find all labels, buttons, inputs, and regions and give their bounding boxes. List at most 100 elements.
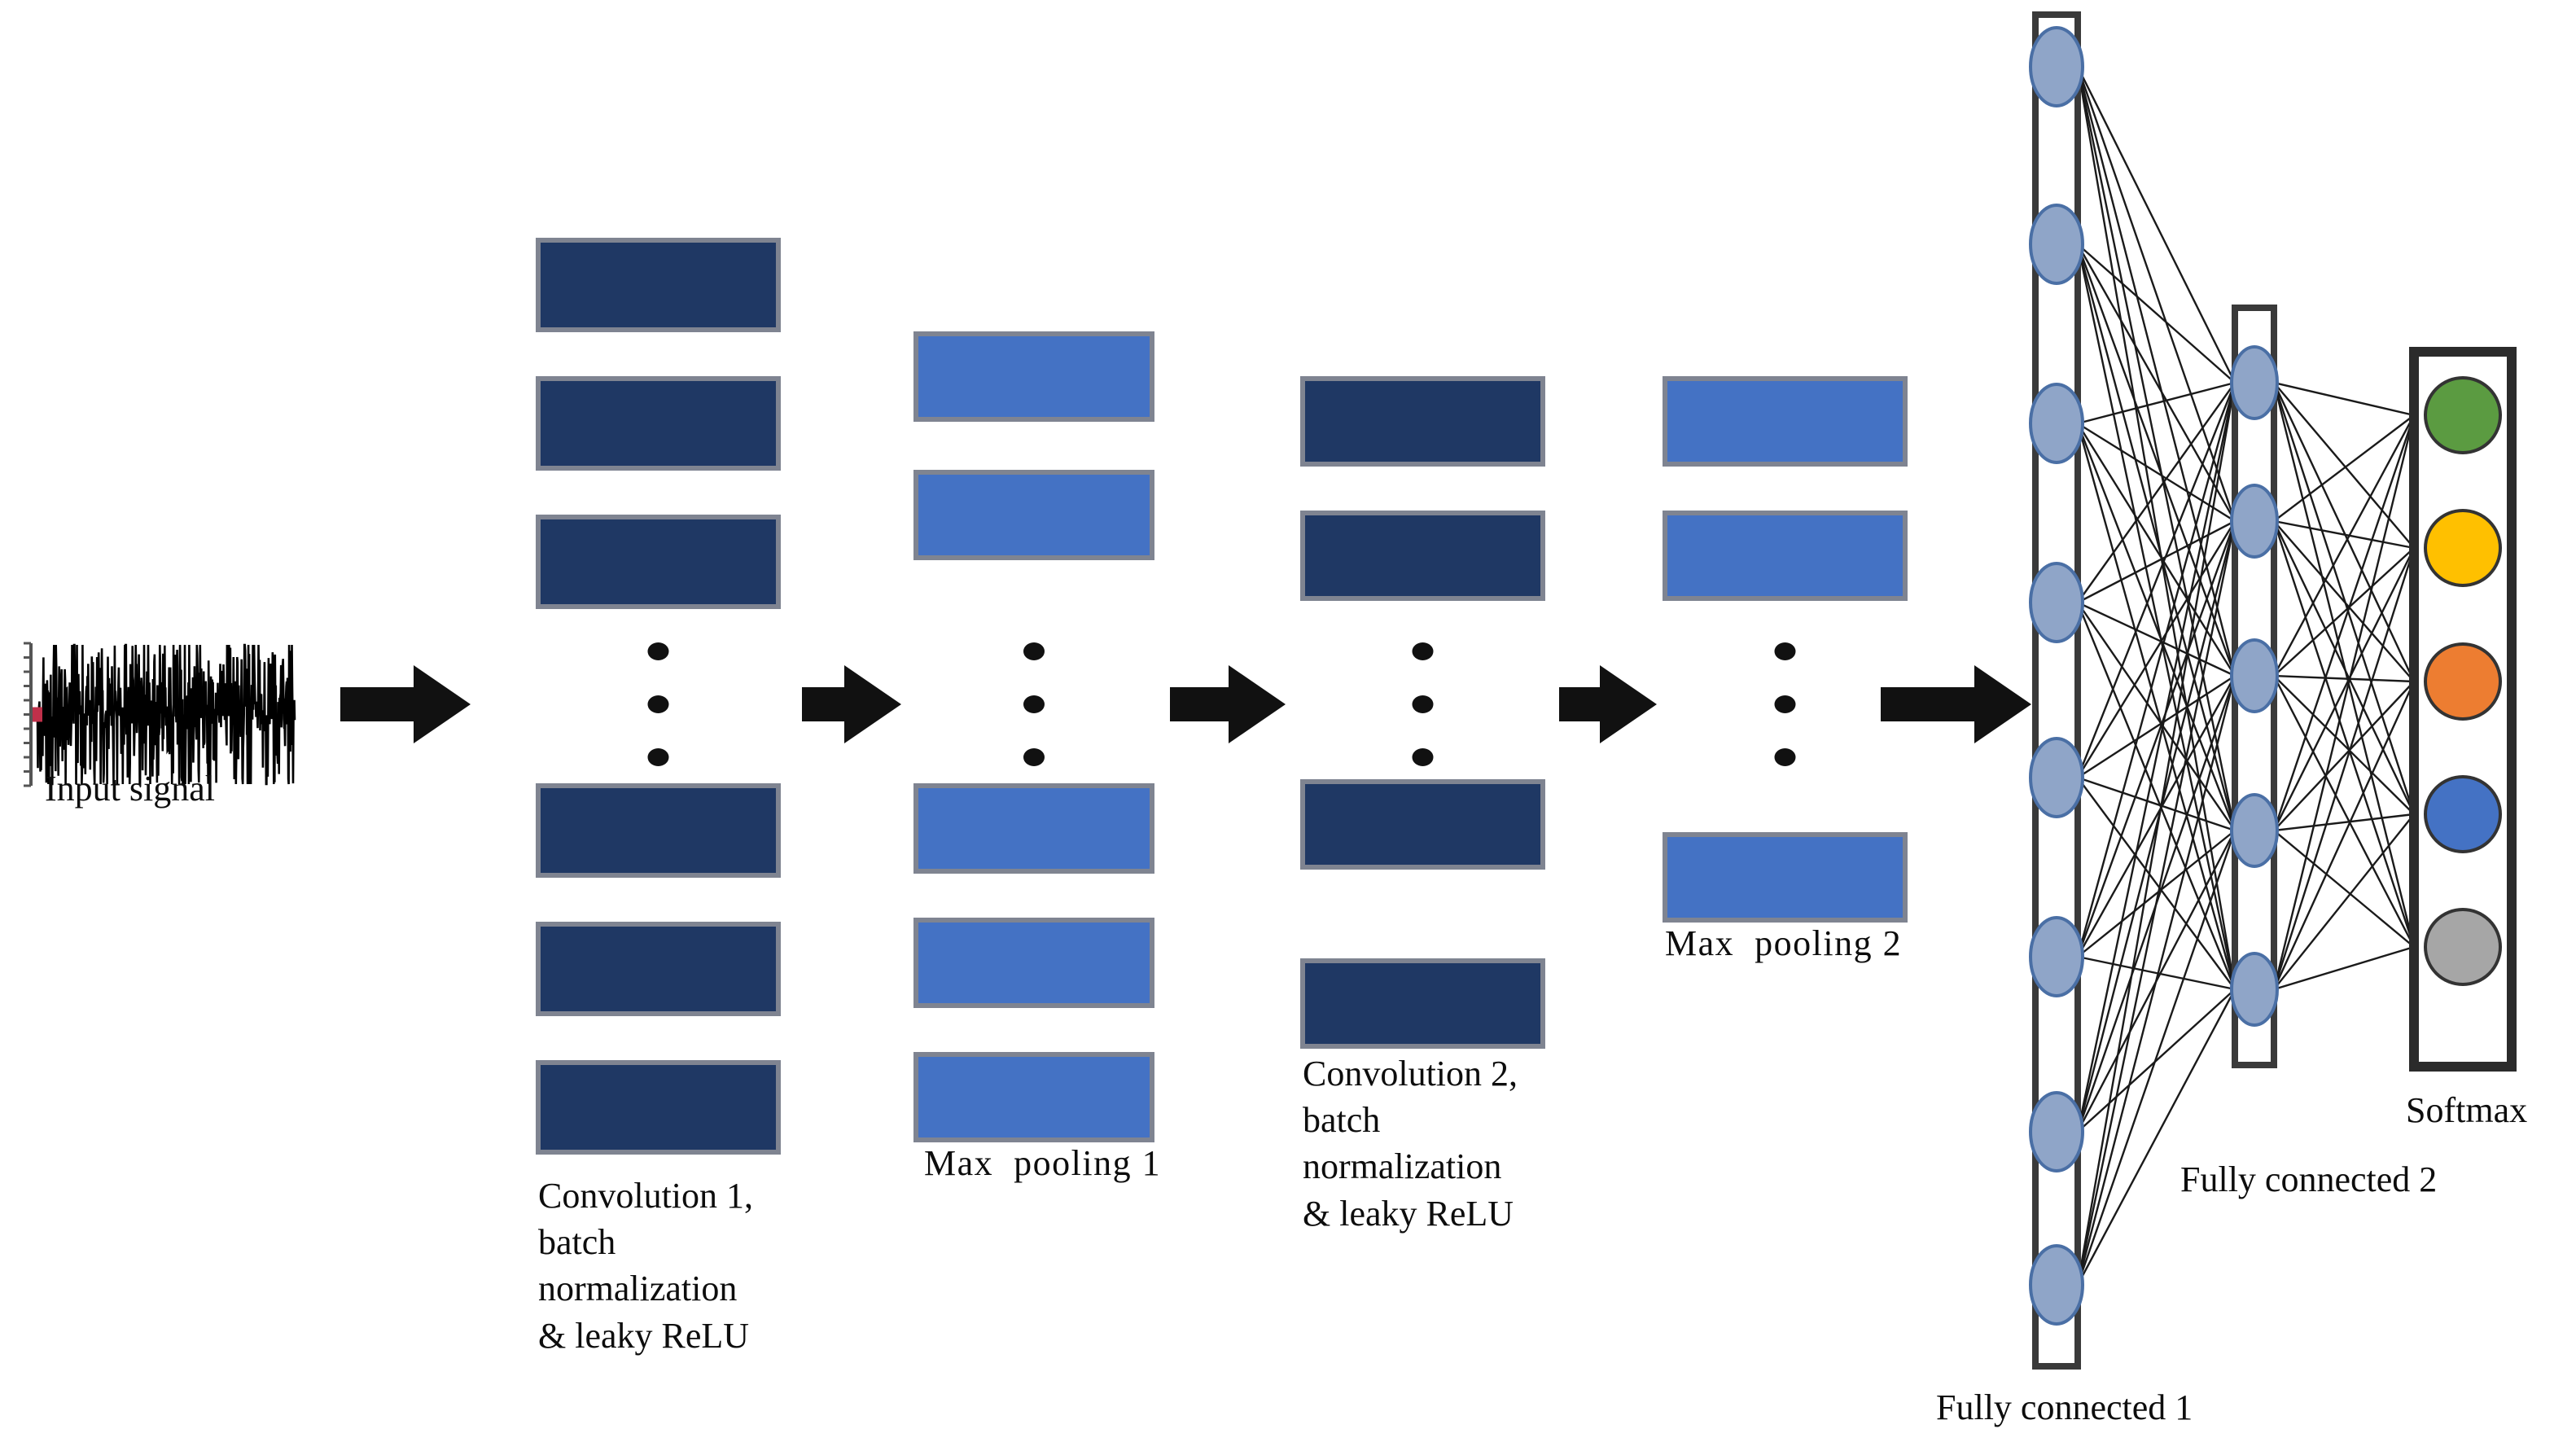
link-fc1-fc2 <box>2076 675 2236 1286</box>
fully-connected-1-node-1[interactable] <box>2029 26 2084 107</box>
link-fc1-fc2 <box>2076 66 2236 990</box>
fully-connected-2-node-1[interactable] <box>2230 345 2279 420</box>
link-fc2-softmax <box>2272 382 2416 815</box>
convolution-2-block-4 <box>1300 958 1545 1049</box>
fully-connected-1-node-5[interactable] <box>2029 737 2084 818</box>
link-fc2-softmax <box>2272 547 2416 990</box>
max-pooling-1-block-4 <box>913 918 1154 1008</box>
softmax-node-orange[interactable] <box>2424 642 2502 721</box>
convolution-1-block-6 <box>536 1060 781 1155</box>
link-fc2-softmax <box>2273 813 2415 990</box>
softmax-node-grey[interactable] <box>2424 908 2502 986</box>
link-fc1-fc2 <box>2077 955 2236 991</box>
max-pooling-1-label: Max pooling 1 <box>924 1143 1162 1183</box>
link-fc2-softmax <box>2272 382 2416 948</box>
convolution-1-blocks <box>536 238 781 1155</box>
fully-connected-1-node-4[interactable] <box>2029 562 2084 643</box>
link-fc2-softmax <box>2272 520 2416 815</box>
link-fc2-softmax <box>2273 547 2415 677</box>
softmax-column <box>2409 347 2517 1072</box>
link-fc1-fc2 <box>2076 520 2236 778</box>
link-fc2-softmax <box>2272 414 2416 990</box>
softmax-label: Softmax <box>2406 1090 2528 1130</box>
fully-connected-1-node-2[interactable] <box>2029 204 2084 285</box>
link-fc1-fc2 <box>2076 520 2236 1133</box>
link-fc2-softmax <box>2272 414 2416 831</box>
link-fc2-softmax <box>2272 520 2416 948</box>
link-fc2-softmax <box>2273 414 2415 522</box>
max-pooling-2-ellipsis-dot-2 <box>1774 695 1796 713</box>
fully-connected-2-column <box>2230 305 2279 1068</box>
max-pooling-1-block-1 <box>913 331 1154 422</box>
convolution-1-block-2 <box>536 376 781 471</box>
arrow-1 <box>340 665 471 743</box>
link-fc2-softmax <box>2272 681 2416 990</box>
link-fc1-fc2 <box>2077 382 2236 603</box>
link-fc1-fc2 <box>2076 66 2236 677</box>
link-fc1-fc2 <box>2076 243 2236 522</box>
link-fc1-fc2 <box>2077 674 2236 779</box>
fully-connected-1-node-6[interactable] <box>2029 916 2084 997</box>
convolution-1-block-1 <box>536 238 781 332</box>
link-fc1-fc2 <box>2076 382 2236 778</box>
link-fc1-fc2 <box>2076 382 2236 1133</box>
arrow-4 <box>1559 665 1657 743</box>
convolution-1-block-5 <box>536 922 781 1016</box>
link-fc2-softmax <box>2273 382 2415 549</box>
arrow-3 <box>1170 665 1286 743</box>
fully-connected-1-node-7[interactable] <box>2029 1091 2084 1172</box>
softmax-node-yellow[interactable] <box>2424 509 2502 587</box>
link-fc1-fc2 <box>2076 66 2236 831</box>
link-fc1-fc2 <box>2076 602 2236 990</box>
convolution-1-ellipsis-dot-2 <box>647 695 669 713</box>
max-pooling-2-ellipsis-dot-3 <box>1774 748 1796 766</box>
flow-arrows <box>340 665 2031 743</box>
softmax-node-blue[interactable] <box>2424 775 2502 853</box>
max-pooling-1-block-2 <box>913 470 1154 560</box>
link-fc1-fc2 <box>2077 243 2236 384</box>
link-fc1-fc2 <box>2077 777 2236 990</box>
link-fc1-fc2 <box>2077 601 2236 677</box>
max-pooling-1-block-3 <box>913 783 1154 874</box>
link-fc2-softmax <box>2273 520 2415 682</box>
link-fc1-fc2 <box>2076 423 2236 831</box>
softmax-node-green[interactable] <box>2424 376 2502 454</box>
max-pooling-1-ellipsis-dot-1 <box>1023 642 1045 660</box>
fully-connected-links <box>2076 66 2416 1286</box>
convolution-2-ellipsis-dot-1 <box>1412 642 1434 660</box>
fully-connected-1-node-8[interactable] <box>2029 1244 2084 1326</box>
fully-connected-2-node-3[interactable] <box>2230 638 2279 713</box>
max-pooling-2-ellipsis-dot-1 <box>1774 642 1796 660</box>
link-fc1-fc2 <box>2076 520 2236 958</box>
max-pooling-2-blocks <box>1663 376 1908 923</box>
link-fc1-fc2 <box>2076 243 2236 677</box>
max-pooling-1-ellipsis-dot-2 <box>1023 695 1045 713</box>
link-fc1-fc2 <box>2077 776 2236 832</box>
link-fc2-softmax <box>2273 381 2415 417</box>
convolution-1-ellipsis-dot-3 <box>647 748 669 766</box>
link-fc1-fc2 <box>2077 602 2236 831</box>
link-fc1-fc2 <box>2076 423 2236 677</box>
convolution-2-block-2 <box>1300 511 1545 601</box>
max-pooling-2-block-3 <box>1663 832 1908 923</box>
fully-connected-2-node-2[interactable] <box>2230 484 2279 559</box>
link-fc1-fc2 <box>2076 520 2236 1286</box>
max-pooling-1-blocks <box>913 331 1154 1142</box>
link-fc2-softmax <box>2273 945 2415 991</box>
link-fc2-softmax <box>2273 813 2415 832</box>
fully-connected-2-node-5[interactable] <box>2230 952 2279 1027</box>
link-fc2-softmax <box>2272 414 2416 677</box>
link-fc2-softmax <box>2273 675 2415 815</box>
link-fc2-softmax <box>2273 674 2415 683</box>
max-pooling-2-block-2 <box>1663 511 1908 601</box>
fully-connected-2-label: Fully connected 2 <box>2180 1159 2438 1199</box>
fully-connected-2-node-4[interactable] <box>2230 793 2279 868</box>
link-fc1-fc2 <box>2077 830 2236 958</box>
link-fc2-softmax <box>2272 547 2416 831</box>
max-pooling-1-ellipsis-dot-3 <box>1023 748 1045 766</box>
link-fc2-softmax <box>2272 382 2416 682</box>
convolution-1-block-4 <box>536 783 781 878</box>
fully-connected-1-node-3[interactable] <box>2029 383 2084 464</box>
